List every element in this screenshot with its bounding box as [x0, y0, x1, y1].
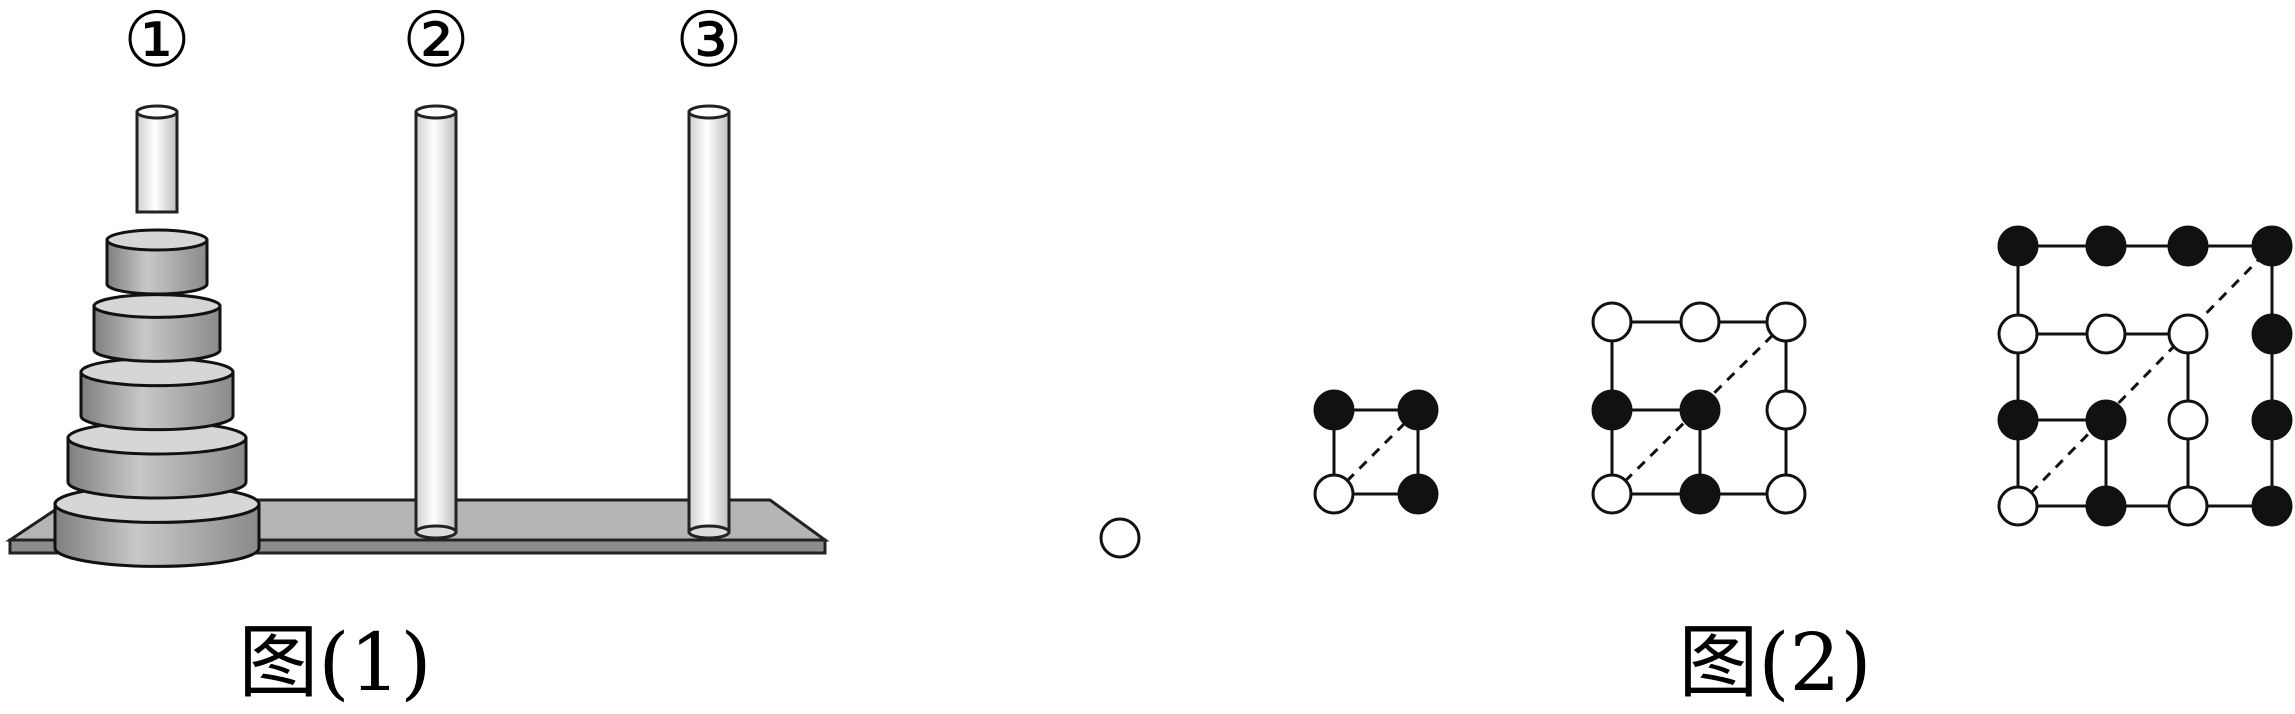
pattern-4-dot [2251, 485, 2293, 527]
pattern-4-dot [2251, 399, 2293, 441]
pattern-3-dot [1679, 473, 1721, 515]
figure-2-caption: 图(2) [1678, 616, 1871, 709]
pattern-1 [1099, 517, 1141, 559]
pattern-3-dot [1765, 301, 1807, 343]
pattern-4-dot [1997, 225, 2039, 267]
pattern-3-dot [1679, 389, 1721, 431]
pattern-4-dot [2167, 313, 2209, 355]
pattern-2 [1313, 389, 1439, 515]
pattern-2-dot [1313, 473, 1355, 515]
pattern-3 [1591, 301, 1807, 515]
pattern-4-dot [2085, 313, 2127, 355]
pattern-4-dot [2085, 225, 2127, 267]
pattern-4 [1997, 225, 2293, 527]
pattern-3-dot [1765, 389, 1807, 431]
disc-4 [92, 293, 222, 363]
pattern-2-dot [1313, 389, 1355, 431]
pattern-3-dot [1591, 473, 1633, 515]
pattern-2-dot [1397, 473, 1439, 515]
disc-5 [105, 228, 209, 296]
pattern-4-dot [2167, 225, 2209, 267]
pattern-3-dot [1679, 301, 1721, 343]
pattern-3-dot [1591, 301, 1633, 343]
peg-2 [414, 104, 458, 540]
pattern-4-dot [2167, 485, 2209, 527]
pattern-2-dot [1397, 389, 1439, 431]
pattern-1-dot [1099, 517, 1141, 559]
pattern-4-dot [2167, 399, 2209, 441]
pattern-4-dot [1997, 313, 2039, 355]
pattern-4-dot [2085, 399, 2127, 441]
peg-3 [687, 104, 731, 540]
peg-label-2: ② [402, 0, 470, 84]
figure-1-caption: 图(1) [238, 616, 431, 709]
disc-2 [66, 420, 248, 500]
pattern-4-dot [2251, 313, 2293, 355]
disc-stack [53, 228, 261, 568]
pattern-4-dot [2251, 225, 2293, 267]
peg-1 [135, 104, 179, 214]
pattern-4-dot [1997, 399, 2039, 441]
dot-pattern-figure [1099, 225, 2293, 559]
hanoi-figure: ① ② ③ 图(1) [5, 0, 830, 709]
peg-label-3: ③ [675, 0, 743, 84]
pattern-3-dot [1765, 473, 1807, 515]
pattern-4-dot [2085, 485, 2127, 527]
disc-3 [79, 356, 235, 432]
pattern-3-dot [1591, 389, 1633, 431]
peg-label-1: ① [123, 0, 191, 84]
pattern-4-dot [1997, 485, 2039, 527]
